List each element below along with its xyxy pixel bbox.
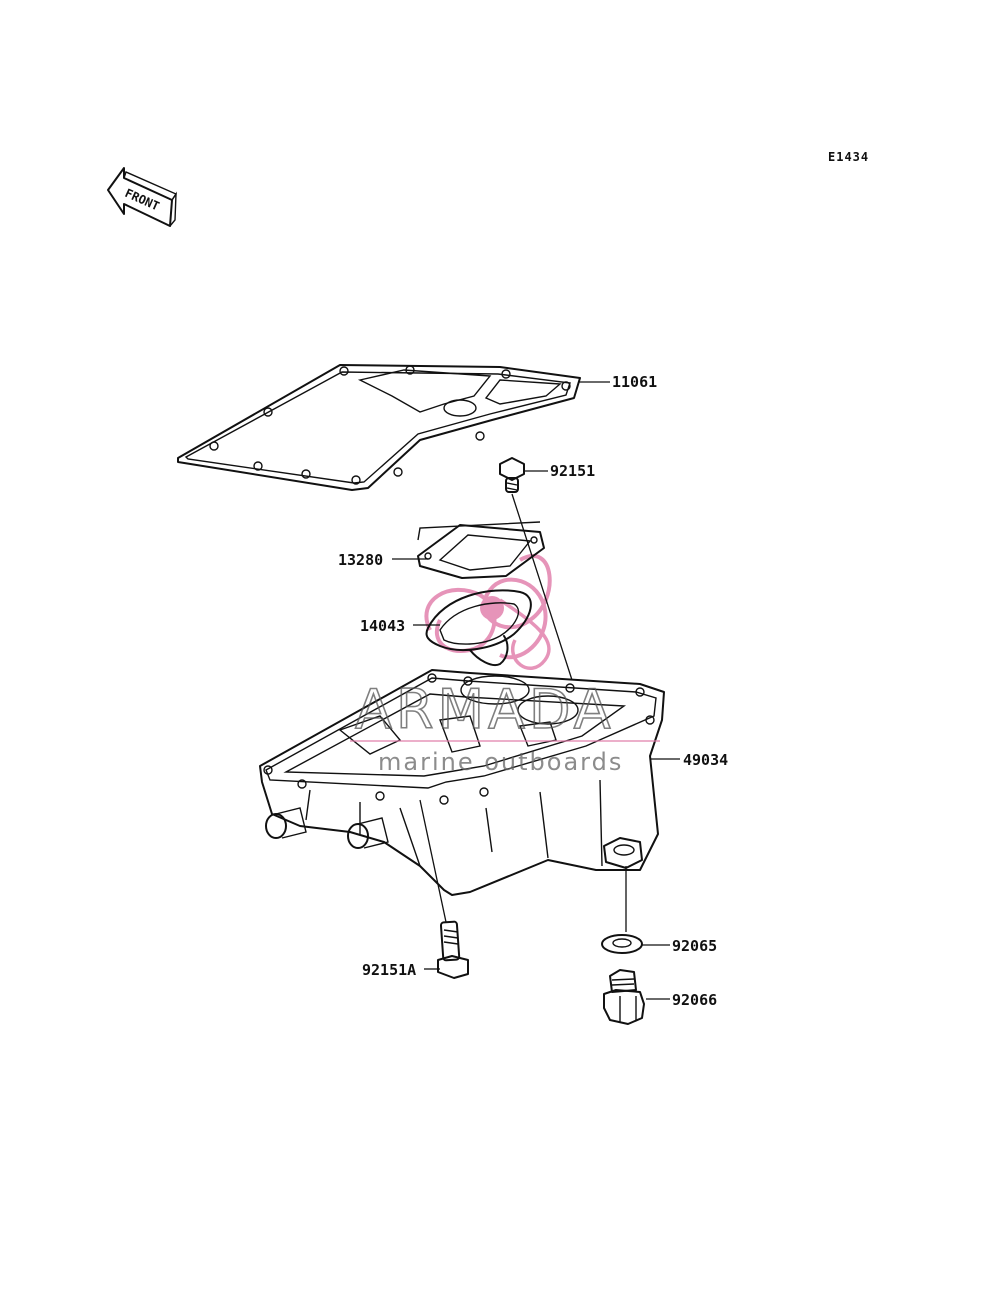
part-label-13280: 13280 xyxy=(338,551,383,569)
oil-strainer xyxy=(425,589,532,666)
part-labels: 11061 92151 13280 14043 49034 92065 9206… xyxy=(338,373,728,1009)
watermark-logo-icon xyxy=(424,554,552,670)
oil-pan-gasket xyxy=(177,364,581,491)
front-arrow-icon: FRONT xyxy=(107,167,178,227)
part-label-49034: 49034 xyxy=(683,751,728,769)
part-label-92066: 92066 xyxy=(672,991,717,1009)
bolt-bottom xyxy=(437,920,469,979)
part-label-14043: 14043 xyxy=(360,617,405,635)
watermark: ARMADA marine outboards xyxy=(350,677,660,776)
part-label-11061: 11061 xyxy=(612,373,657,391)
part-label-92151: 92151 xyxy=(550,462,595,480)
leader-lines xyxy=(392,381,680,1000)
part-label-92151A: 92151A xyxy=(362,961,416,979)
drain-plug xyxy=(603,969,645,1025)
diagram-code: E1434 xyxy=(828,150,869,164)
watermark-tagline: marine outboards xyxy=(378,748,623,776)
part-label-92065: 92065 xyxy=(672,937,717,955)
strainer-gasket xyxy=(417,521,545,579)
bolt-top xyxy=(499,457,525,493)
front-label: FRONT xyxy=(123,186,162,213)
drain-washer xyxy=(601,934,643,954)
watermark-brand: ARMADA xyxy=(355,678,615,741)
